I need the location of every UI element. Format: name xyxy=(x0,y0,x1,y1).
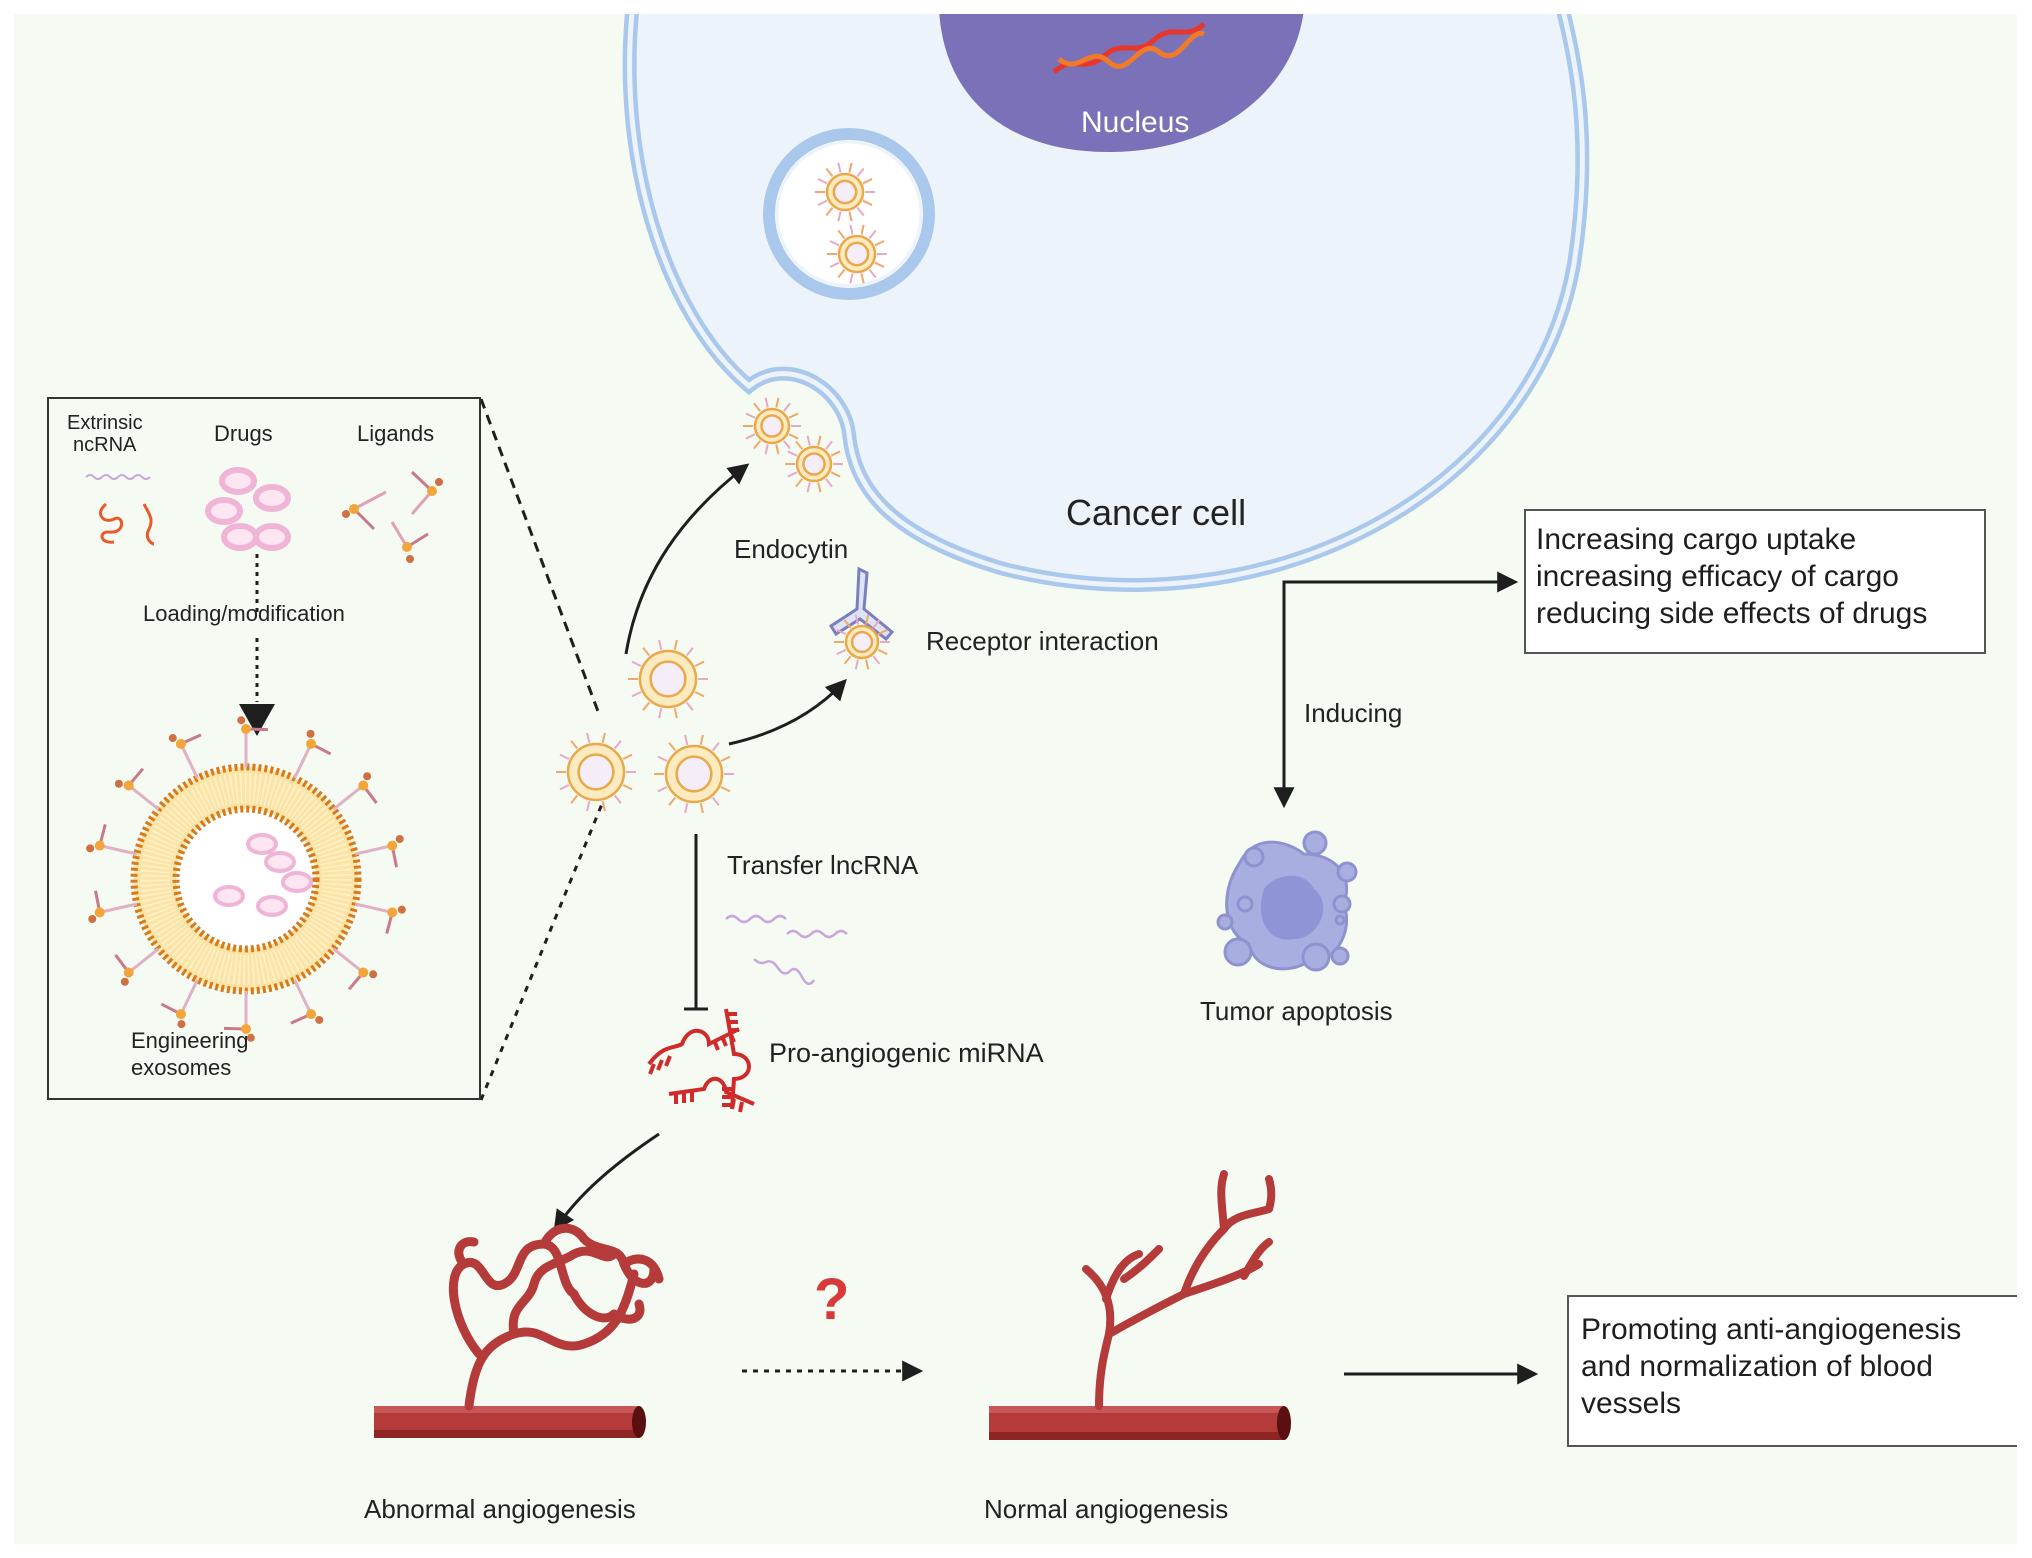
exosome-icon xyxy=(556,732,636,812)
arrow-uptake-branch xyxy=(1273,571,1519,809)
transfer-lncrna-label: Transfer lncRNA xyxy=(727,850,919,880)
apoptotic-cell-icon xyxy=(1216,830,1358,972)
nucleus-label: Nucleus xyxy=(1081,106,1190,139)
angiogenesis-outcome-line: Promoting anti-angiogenesis xyxy=(1581,1313,1962,1346)
diagram-graphics xyxy=(85,14,1590,1440)
uptake-outcome-line: Increasing cargo uptake xyxy=(1536,523,1857,556)
inset-ncrna-label-line2: ncRNA xyxy=(73,434,137,456)
inset-drugs-icon xyxy=(205,467,291,551)
exosome-group xyxy=(556,162,890,814)
inset-ncrna-icon xyxy=(85,474,155,546)
exosome-icon xyxy=(654,734,734,814)
lncrna-strands-icon xyxy=(725,914,848,986)
uptake-outcome-line: reducing side effects of drugs xyxy=(1536,597,1928,630)
inset-ligands-icon xyxy=(342,470,443,563)
inset-loading-label: Loading/modification xyxy=(143,601,345,626)
exosome-icon xyxy=(743,397,801,455)
angiogenesis-outcome-box: Promoting anti-angiogenesis and normaliz… xyxy=(1567,1295,2017,1447)
engineered-exosome-icon xyxy=(86,716,406,1042)
abnormal-angiogenesis-label: Abnormal angiogenesis xyxy=(364,1494,636,1524)
exosome-icon xyxy=(827,224,887,284)
engineering-inset-panel xyxy=(47,397,481,1100)
inset-down-arrow-icon xyxy=(239,704,275,736)
angiogenesis-outcome-line: vessels xyxy=(1581,1387,1682,1420)
zoom-line-bottom xyxy=(479,798,606,1101)
cancer-cell xyxy=(622,14,1590,592)
exosome-icon xyxy=(834,614,890,670)
inset-ligands-label: Ligands xyxy=(357,421,435,446)
uptake-outcome-box: Increasing cargo uptake increasing effic… xyxy=(1524,509,1986,654)
uptake-outcome-line: increasing efficacy of cargo xyxy=(1536,560,1899,593)
normal-angiogenesis-label: Normal angiogenesis xyxy=(984,1494,1229,1524)
arrow-endocytosis xyxy=(624,463,750,655)
cell-membrane-inner xyxy=(627,14,1585,588)
nucleus xyxy=(939,14,1304,153)
tumor-apoptosis-label: Tumor apoptosis xyxy=(1200,996,1393,1026)
abnormal-vessel-icon xyxy=(374,1223,664,1438)
mirna-icon xyxy=(647,1008,755,1113)
inhibition-line xyxy=(684,834,708,1011)
exosome-icon xyxy=(628,639,708,719)
question-mark: ? xyxy=(814,1267,850,1332)
figure-canvas: Nucleus Cancer cell Extrinsic ncRNA Drug… xyxy=(14,14,2017,1544)
normal-vessel-icon xyxy=(989,1170,1291,1440)
receptor-interaction-label: Receptor interaction xyxy=(926,626,1159,656)
angiogenesis-outcome-line: and normalization of blood xyxy=(1581,1350,1933,1383)
inset-engineering-label-line1: Engineering xyxy=(131,1028,249,1053)
inset-engineering-label-line2: exosomes xyxy=(131,1055,232,1080)
exosome-icon xyxy=(815,162,875,222)
arrow-to-abnormal xyxy=(553,1132,660,1232)
exosome-icon xyxy=(785,435,843,493)
inset-ncrna-label-line1: Extrinsic xyxy=(67,412,143,434)
cancer-cell-label: Cancer cell xyxy=(1066,492,1247,533)
arrow-receptor xyxy=(728,678,847,746)
zoom-line-top xyxy=(479,398,601,715)
dna-helix-icon xyxy=(1052,22,1206,74)
inducing-label: Inducing xyxy=(1304,698,1403,728)
mirna-label: Pro-angiogenic miRNA xyxy=(769,1038,1044,1068)
inset-drugs-label: Drugs xyxy=(214,421,273,446)
endocytin-label: Endocytin xyxy=(734,534,849,564)
